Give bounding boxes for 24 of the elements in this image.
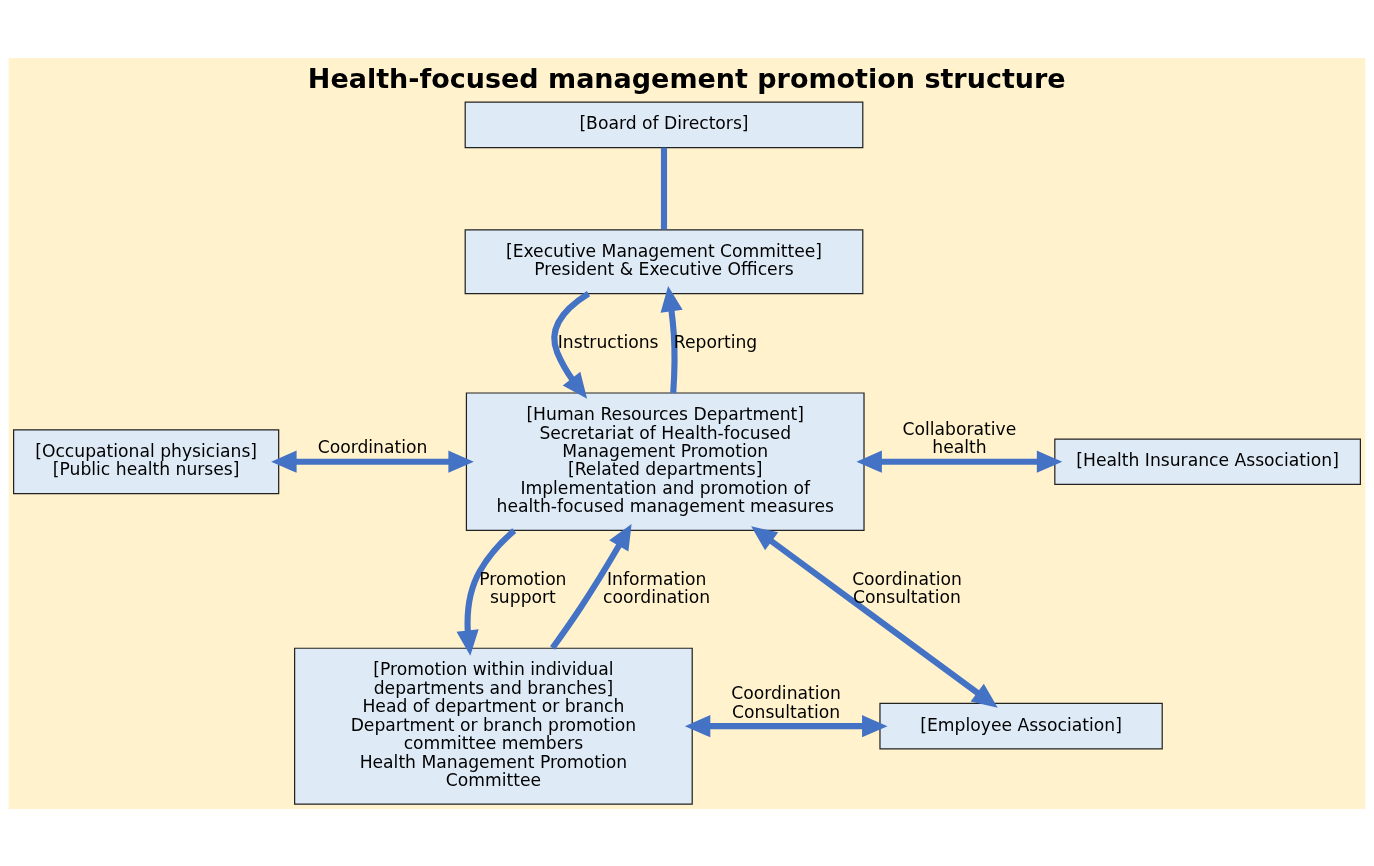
- edge-label: Information coordination: [603, 568, 711, 607]
- edge-label: Coordination Consultation: [852, 568, 962, 607]
- connector: [660, 147, 668, 229]
- node-box: [Executive Management Committee] President & Executive Officers: [464, 228, 864, 294]
- node-box: [Promotion within individual departments and branches] Head of department or branch Department or branch promotion committee members Health Management Promotion Committee: [294, 647, 693, 805]
- node-box: [Human Resources Department] Secretariat of Health-focused Management Promotion [Related departments] Implementation and promotion of health-focused management measures: [465, 391, 865, 531]
- arrow: [550, 523, 632, 650]
- edge-label: Coordination: [317, 436, 428, 457]
- node-box: [Occupational physicians] [Public health nurses]: [13, 428, 280, 494]
- diagram-title: Health-focused management promotion structure: [307, 62, 1066, 94]
- node-box: [Health Insurance Association]: [1054, 437, 1361, 485]
- arrow: [751, 525, 998, 708]
- edge-label: Coordination Consultation: [731, 682, 841, 722]
- arrow: [684, 714, 888, 737]
- arrow: [456, 527, 517, 656]
- arrow: [551, 290, 591, 399]
- edge-label: Collaborative health: [902, 418, 1017, 457]
- node-box: [Employee Association]: [879, 702, 1163, 749]
- node-box: [Board of Directors]: [464, 101, 864, 148]
- arrow: [271, 450, 474, 473]
- edge-label: Promotion support: [479, 568, 567, 607]
- arrow: [660, 285, 683, 393]
- edge-label: Instructions: [557, 331, 659, 352]
- arrow: [856, 450, 1063, 473]
